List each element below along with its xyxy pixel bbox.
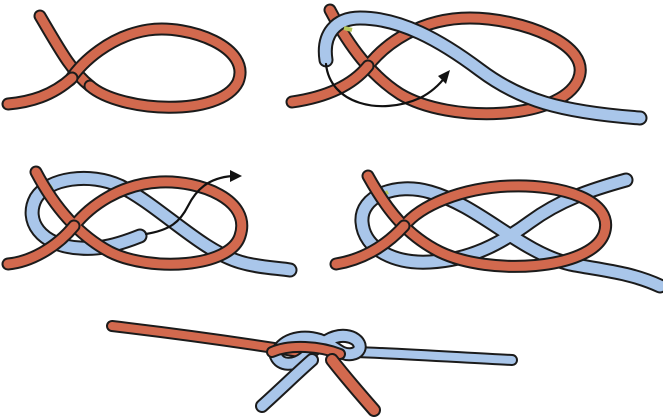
panel-step-3 bbox=[8, 170, 290, 270]
tape-mark bbox=[344, 28, 352, 30]
panel-step-1 bbox=[8, 16, 240, 107]
rope-a-working-end bbox=[332, 360, 374, 410]
panel-step-2 bbox=[292, 10, 640, 118]
rope-a-loop bbox=[70, 29, 240, 107]
panel-step-5 bbox=[112, 326, 512, 410]
rope-a-standing-part bbox=[8, 78, 72, 104]
panel-step-4 bbox=[336, 176, 660, 286]
rope-b-standing-part bbox=[356, 352, 512, 360]
